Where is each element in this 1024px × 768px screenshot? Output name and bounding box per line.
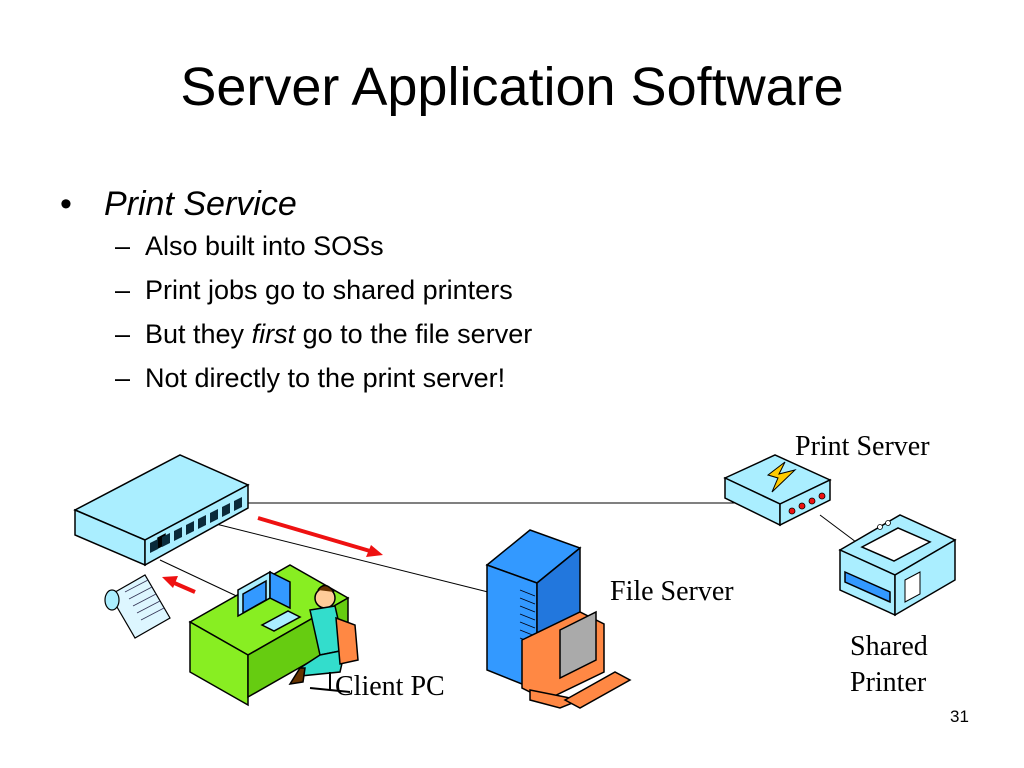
label-shared-printer-line1: Shared xyxy=(850,631,928,662)
data-flow-arrows xyxy=(162,516,383,594)
print-server-icon xyxy=(723,454,832,527)
label-shared-printer-line2: Printer xyxy=(850,667,927,698)
subbullet-text: Not directly to the print server! xyxy=(145,363,505,394)
client-pc-icon xyxy=(188,564,359,707)
bullet-symbol: • xyxy=(60,185,72,223)
label-print-server: Print Server xyxy=(795,431,930,462)
subbullet-item: –But they first go to the file server xyxy=(115,319,532,363)
subbullet-dash: – xyxy=(115,319,131,349)
shared-printer-icon xyxy=(838,514,957,617)
page-number: 31 xyxy=(950,707,969,726)
subbullet-text-part: But they xyxy=(145,319,252,349)
subbullet-item: –Also built into SOSs xyxy=(115,231,532,275)
subbullet-item: –Print jobs go to shared printers xyxy=(115,275,532,319)
bullet-print-service: • Print Service xyxy=(60,185,532,231)
label-client-pc: Client PC xyxy=(335,671,445,702)
slide-title: Server Application Software xyxy=(180,57,844,117)
subbullet-text: Print jobs go to shared printers xyxy=(145,275,513,306)
subbullet-text-part: go to the file server xyxy=(295,319,533,349)
subbullet-text: But they first go to the file server xyxy=(145,319,532,350)
subbullet-dash: – xyxy=(115,275,131,305)
subbullet-text-part: Print jobs go to shared printers xyxy=(145,275,513,305)
subbullet-dash: – xyxy=(115,363,131,393)
subbullet-list: –Also built into SOSs–Print jobs go to s… xyxy=(60,231,532,407)
subbullet-item: –Not directly to the print server! xyxy=(115,363,532,407)
line-printserver-printer xyxy=(819,514,861,546)
line-hub-clientpc xyxy=(159,559,246,601)
hub-icon xyxy=(73,454,250,567)
subbullet-text-part: Not directly to the print server! xyxy=(145,363,506,393)
subbullet-dash: – xyxy=(115,231,131,261)
print-job-document-icon xyxy=(104,574,171,639)
emphasis-text: first xyxy=(251,319,296,349)
arrow-to-fileserver xyxy=(257,516,383,557)
subbullet-text-part: Also built into SOSs xyxy=(145,231,384,261)
label-file-server: File Server xyxy=(610,576,734,607)
file-server-icon xyxy=(485,529,632,709)
line-hub-fileserver xyxy=(199,519,501,596)
subbullet-text: Also built into SOSs xyxy=(145,231,384,262)
arrow-to-document xyxy=(162,576,196,594)
connection-lines xyxy=(159,502,861,601)
bullet-text: Print Service xyxy=(104,185,297,223)
bullet-list: • Print Service –Also built into SOSs–Pr… xyxy=(60,185,532,407)
